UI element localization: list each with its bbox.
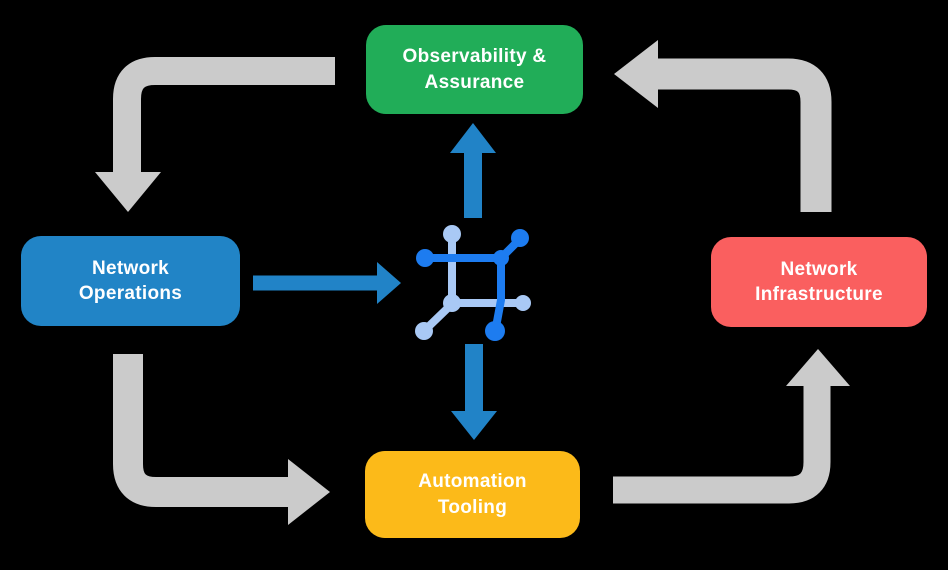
node-label: Network Infrastructure	[755, 257, 883, 307]
node-automation-tooling: Automation Tooling	[365, 451, 580, 538]
arrow-head-right	[288, 459, 330, 525]
node-label-line: Tooling	[437, 496, 508, 518]
arrow-platform-to-assurance	[450, 123, 496, 218]
arrow-head-up	[786, 349, 850, 386]
node-label-line: Network	[780, 258, 858, 280]
node-label-line: Observability &	[402, 46, 547, 68]
node-label-line: Assurance	[424, 71, 525, 93]
node-label: Network Operations	[79, 256, 182, 306]
arrow-assurance-to-operations	[95, 57, 335, 212]
arrow-head-left	[614, 40, 658, 108]
node-label-line: Automation	[418, 471, 527, 493]
arrow-operations-to-tooling	[113, 354, 330, 525]
arrow-shaft	[113, 57, 335, 174]
node-network-operations: Network Operations	[21, 236, 240, 326]
arrow-head-right	[377, 262, 401, 304]
arrow-platform-to-tooling	[451, 344, 497, 440]
node-label: Automation Tooling	[418, 469, 527, 519]
arrow-head-down	[95, 172, 161, 212]
arrow-infrastructure-to-assurance	[614, 40, 832, 212]
node-label-line: Network	[91, 257, 170, 279]
arrow-head-down	[451, 411, 497, 440]
icon-dark-branches	[416, 229, 529, 341]
node-label: Observability & Assurance	[403, 44, 547, 94]
arrow-shaft	[613, 385, 831, 504]
arrow-operations-to-platform	[253, 262, 401, 304]
network-automation-icon	[415, 225, 531, 341]
node-network-infrastructure: Network Infrastructure	[711, 237, 927, 327]
arrow-tooling-to-infrastructure	[613, 349, 850, 504]
icon-light-branches	[415, 225, 531, 340]
node-observability-assurance: Observability & Assurance	[366, 25, 583, 114]
arrow-shaft	[113, 354, 289, 507]
arrow-head-up	[450, 123, 496, 153]
node-label-line: Infrastructure	[755, 284, 883, 305]
node-label-line: Operations	[78, 283, 183, 304]
arrow-shaft	[657, 58, 832, 212]
